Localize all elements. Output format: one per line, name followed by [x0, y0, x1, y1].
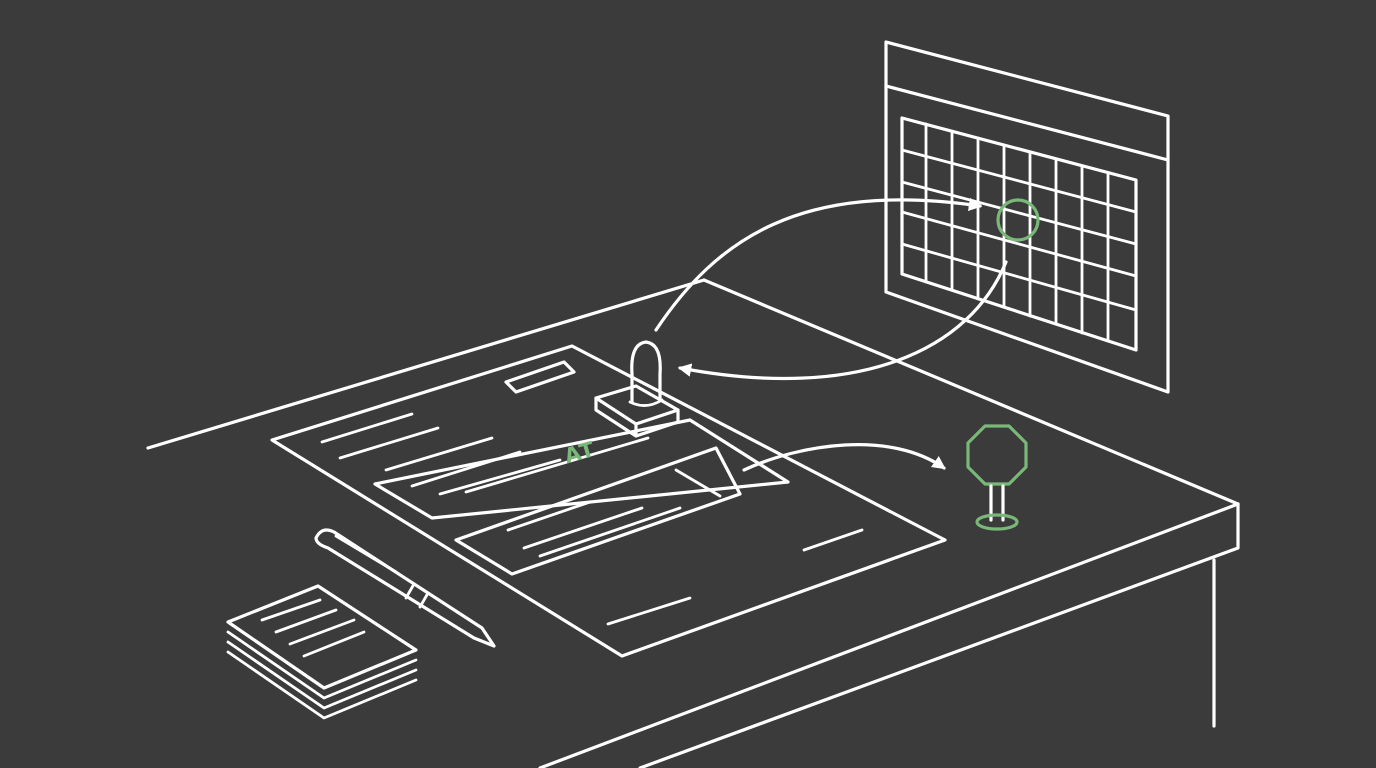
- paper-text-line: [274, 608, 338, 634]
- document-text-line: [338, 426, 440, 460]
- document-text-line: [464, 436, 650, 494]
- document-signature-box: [454, 446, 742, 576]
- document-text-line: [438, 458, 562, 496]
- document-text-line: [384, 436, 494, 472]
- document-field-box: [373, 418, 790, 520]
- calendar-icon: [884, 40, 1170, 394]
- document-text-line: [320, 412, 414, 444]
- document-text-line: [538, 506, 682, 558]
- paper-top-sheet: [226, 584, 418, 690]
- calendar-frame: [884, 40, 1170, 394]
- flow-arrows: [654, 197, 1008, 472]
- paper-sheet-edge: [226, 640, 418, 710]
- stop-sign-base: [975, 513, 1019, 531]
- calendar-grid-lines: [900, 122, 1138, 343]
- arrow-calendar-to-stamp: [677, 260, 1008, 381]
- document-sheet: AT: [270, 344, 947, 658]
- stamp-handle: [630, 340, 662, 404]
- stamp-base: [594, 384, 680, 438]
- document-text-line: [506, 500, 592, 532]
- pen-body: [314, 528, 496, 648]
- stamp-collar: [628, 398, 664, 407]
- pen-grip: [404, 582, 430, 609]
- circled-date-icon: [996, 198, 1040, 242]
- paper-text-line: [302, 630, 366, 658]
- rubber-stamp-icon: [594, 340, 680, 438]
- calendar-grid-outline: [900, 116, 1138, 352]
- stop-sign-octagon: [966, 424, 1028, 486]
- document-text-line: [522, 506, 644, 550]
- paper-text-line: [260, 598, 322, 622]
- paper-sheet-edge: [226, 630, 418, 700]
- stop-sign-icon: [966, 424, 1028, 531]
- desk: [146, 278, 1240, 768]
- desk-right-back-edge: [702, 278, 1240, 506]
- arrow-document-to-stop: [742, 443, 946, 472]
- desk-back-edge: [146, 278, 706, 450]
- document-text-line: [606, 596, 692, 626]
- pen-clip: [334, 534, 398, 574]
- document-text-line: [802, 528, 864, 552]
- paper-sheet-edge: [226, 650, 418, 720]
- document-header-box: [504, 360, 576, 394]
- desk-edge-thickness: [638, 502, 1240, 768]
- pen-icon: [314, 528, 496, 648]
- document-field-divider: [674, 468, 722, 498]
- paper-stack-icon: [226, 584, 418, 720]
- document-text-line: [410, 450, 522, 488]
- paper-text-line: [288, 618, 356, 646]
- document-outline: [270, 344, 947, 658]
- desk-front-edge: [538, 502, 1240, 768]
- arrow-stamp-to-calendar: [654, 197, 983, 332]
- calendar-header-divider: [884, 84, 1170, 162]
